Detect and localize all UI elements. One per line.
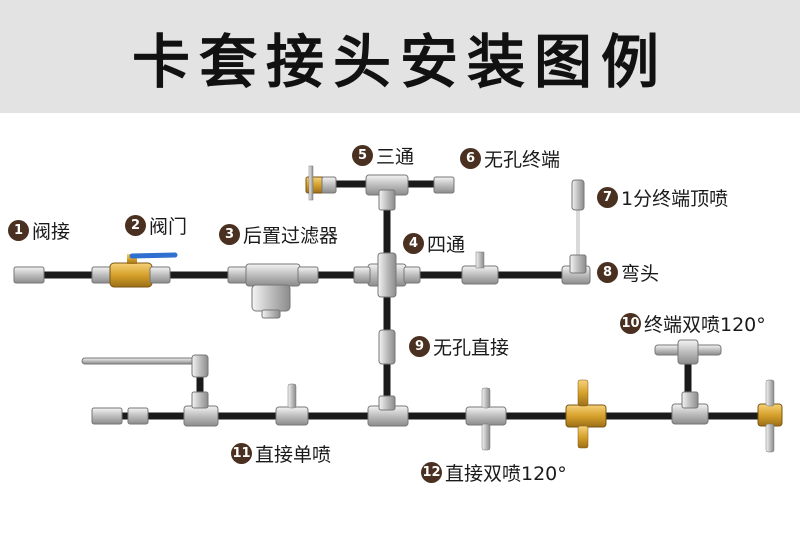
- number-badge: 7: [597, 187, 618, 208]
- label-text: 无孔直接: [433, 337, 510, 359]
- main-nozzle-tee: [461, 251, 499, 285]
- number-badge: 2: [125, 215, 146, 236]
- label-text: 无孔终端: [484, 149, 561, 171]
- number-badge: 11: [231, 443, 252, 464]
- label-end-double-spray: 10 终端双喷120°: [620, 310, 766, 337]
- label-text: 弯头: [621, 263, 660, 285]
- number-badge: 3: [219, 224, 240, 245]
- label-text: 四通: [427, 234, 466, 256]
- label-text: 直接单喷: [255, 444, 332, 466]
- end-double-spray-tee: [654, 339, 722, 425]
- label-text: 直接双喷120°: [445, 463, 567, 485]
- label-text: 阀接: [32, 221, 71, 243]
- top-nozzle: [305, 165, 337, 201]
- single-spray-straight: [275, 383, 309, 426]
- label-elbow: 8 弯头: [597, 259, 659, 286]
- number-badge: 10: [620, 313, 641, 334]
- label-straight-connector: 9 无孔直接: [409, 333, 509, 360]
- number-badge: 8: [597, 262, 618, 283]
- label-rear-filter: 3 后置过滤器: [219, 221, 338, 248]
- label-text: 阀门: [149, 216, 188, 238]
- label-single-spray: 11 直接单喷: [231, 440, 331, 467]
- label-tee: 5 三通: [352, 142, 414, 169]
- brass-coupling: [565, 379, 607, 449]
- label-four-way: 4 四通: [403, 230, 465, 257]
- number-badge: 9: [409, 336, 430, 357]
- page-title: 卡套接头安装图例: [131, 27, 668, 96]
- label-text: 终端双喷120°: [644, 314, 766, 336]
- double-spray-straight: [465, 387, 507, 451]
- label-top-spray-end: 7 1分终端顶喷: [597, 184, 728, 211]
- number-badge: 5: [352, 145, 373, 166]
- number-badge: 6: [460, 148, 481, 169]
- label-end-plug: 6 无孔终端: [460, 145, 560, 172]
- elbow-fitting: [561, 254, 591, 285]
- label-valve: 2 阀门: [125, 212, 187, 239]
- valve-connector: [13, 266, 115, 284]
- left-nozzle-assembly: [81, 354, 219, 427]
- tee-fitting: [365, 174, 409, 211]
- four-way-cross: [353, 252, 421, 298]
- number-badge: 1: [8, 220, 29, 241]
- label-text: 1分终端顶喷: [621, 188, 729, 210]
- title-banner: 卡套接头安装图例: [0, 0, 800, 113]
- bottom-tee: [367, 395, 409, 427]
- number-badge: 4: [403, 233, 424, 254]
- label-valve-connector: 1 阀接: [8, 217, 70, 244]
- end-plug: [433, 176, 455, 194]
- label-double-spray: 12 直接双喷120°: [421, 459, 567, 486]
- right-end-nozzle: [757, 379, 783, 453]
- top-spray-end: [571, 179, 585, 211]
- number-badge: 12: [421, 462, 442, 483]
- rear-filter: [227, 263, 319, 319]
- straight-connector: [378, 329, 396, 365]
- label-text: 后置过滤器: [243, 225, 339, 247]
- label-text: 三通: [376, 146, 415, 168]
- ball-valve: [109, 252, 178, 288]
